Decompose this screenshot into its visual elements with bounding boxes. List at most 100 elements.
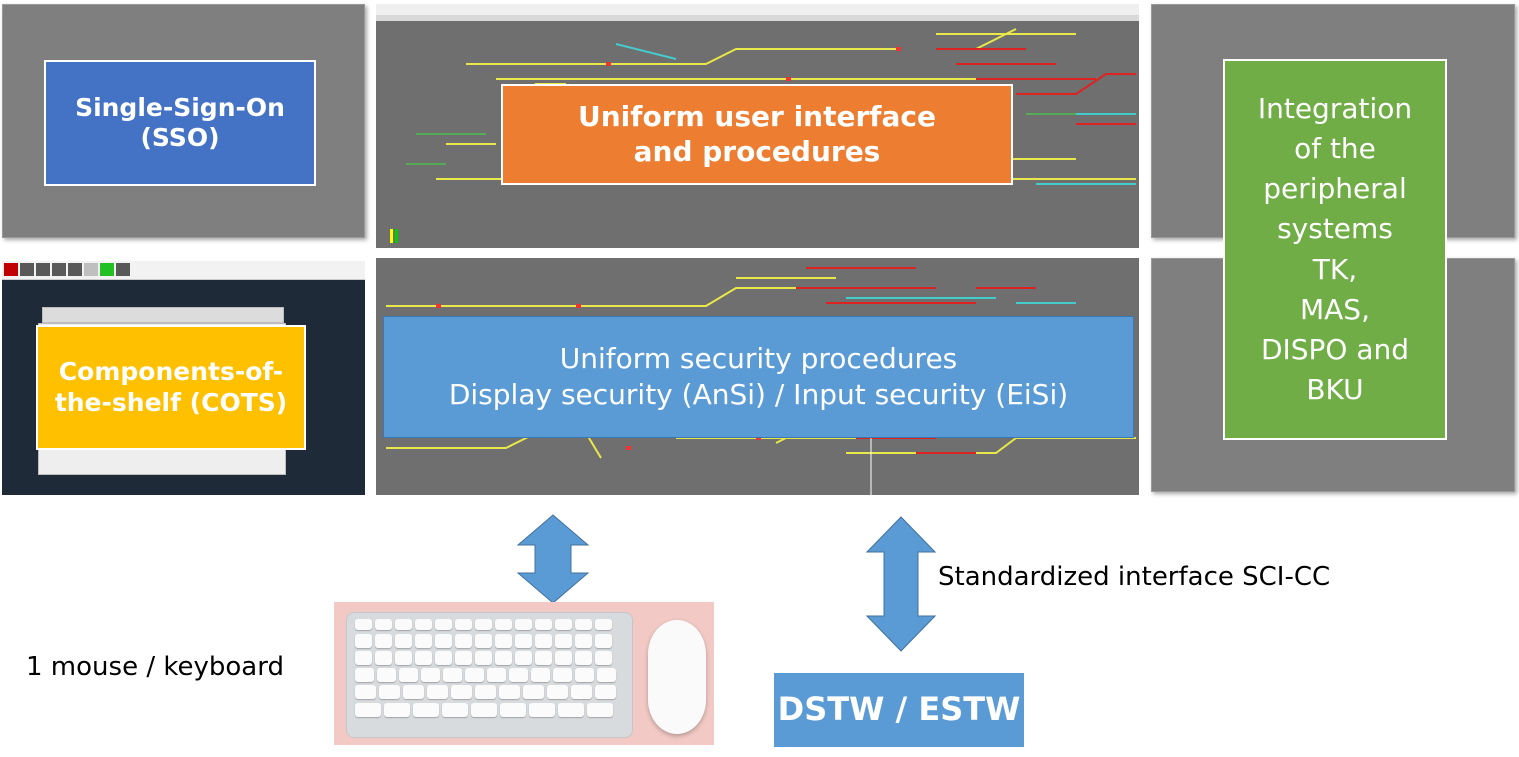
keyboard-key [455,651,472,665]
keyboard-key [375,634,392,648]
dstw-estw-box: DSTW / ESTW [774,673,1024,747]
keyboard-key [355,668,374,682]
keyboard-key [500,703,526,717]
keyboard-key [587,703,613,717]
keyboard-key [435,634,452,648]
keyboard-key [399,668,418,682]
keyboard-key [575,651,592,665]
keyboard-key [413,703,439,717]
integration-line-7: DISPO and [1260,332,1410,366]
keyboard-key [535,619,552,630]
keyboard-key [535,634,552,648]
keyboard-key [495,634,512,648]
sso-line-1: Single-Sign-On [75,92,285,122]
keyboard-key [403,685,424,699]
keyboard-key [487,668,506,682]
integration-line-2: of the [1294,132,1376,166]
integration-line-4: systems [1277,212,1393,246]
keyboard-key [377,668,396,682]
keyboard-key [575,634,592,648]
keyboard-key [375,619,392,630]
integration-line-6: MAS, [1299,292,1370,326]
keyboard-key [515,651,532,665]
keyboard-key [355,703,381,717]
keyboard-key [495,651,512,665]
sso-box: Single-Sign-On(SSO) [44,60,316,186]
keyboard-key [415,619,432,630]
keyboard-key [523,685,544,699]
keyboard-key [355,634,372,648]
keyboard-key [421,668,440,682]
keyboard-icon [346,612,633,738]
sso-line-2: (SSO) [140,123,220,152]
keyboard-mouse-photo [334,602,714,745]
keyboard-key [595,651,612,665]
keyboard-key [515,634,532,648]
keyboard-key [495,619,512,630]
keyboard-key [555,634,572,648]
keyboard-key [571,685,592,699]
integration-line-8: BKU [1306,372,1364,406]
uniform-ui-line-2: and procedures [633,134,881,168]
keyboard-key [553,668,572,682]
keyboard-key [531,668,550,682]
keyboard-key [471,703,497,717]
keyboard-key [355,651,372,665]
keyboard-key [355,619,372,630]
keyboard-key [595,685,616,699]
keyboard-key [443,668,462,682]
keyboard-key [384,703,410,717]
keyboard-key [435,619,452,630]
keyboard-key [442,703,468,717]
keyboard-key [415,634,432,648]
uniform-ui-line-1: Uniform user interface [578,100,936,134]
keyboard-key [529,703,555,717]
mouse-keyboard-label: 1 mouse / keyboard [26,652,284,682]
uniform-security-line-2: Display security (AnSi) / Input security… [448,378,1069,411]
keyboard-key [395,619,412,630]
keyboard-key [427,685,448,699]
keyboard-key [499,685,520,699]
keyboard-key [515,619,532,630]
integration-line-5: TK, [1312,252,1358,286]
keyboard-key [475,619,492,630]
double-arrow-icon [516,514,590,604]
keyboard-key [475,634,492,648]
keyboard-key [395,651,412,665]
keyboard-key [379,685,400,699]
cots-line-2: the-shelf (COTS) [54,387,288,417]
integration-line-3: peripheral [1263,172,1407,206]
track-diagram-bottom [386,267,1136,495]
keyboard-key [597,668,616,682]
keyboard-key [375,651,392,665]
keyboard-key [475,651,492,665]
keyboard-key [465,668,484,682]
mouse-icon [648,620,706,734]
keyboard-key [451,685,472,699]
keyboard-key [555,651,572,665]
cots-line-1: Components-of- [58,357,284,386]
uniform-security-line-1: Uniform security procedures [559,341,958,375]
keyboard-key [558,703,584,717]
keyboard-key [395,634,412,648]
integration-line-1: Integration [1257,92,1413,126]
keyboard-key [575,619,592,630]
keyboard-key [595,634,612,648]
keyboard-key [455,634,472,648]
keyboard-key [555,619,572,630]
cots-box: Components-of-the-shelf (COTS) [36,325,306,450]
keyboard-key [595,619,612,630]
keyboard-key [547,685,568,699]
interface-label: Standardized interface SCI-CC [938,562,1331,592]
keyboard-key [355,685,376,699]
keyboard-key [415,651,432,665]
integration-box: Integration of the peripheral systems TK… [1223,59,1447,440]
keyboard-key [509,668,528,682]
keyboard-key [455,619,472,630]
keyboard-key [435,651,452,665]
keyboard-key [535,651,552,665]
double-arrow-icon [866,516,936,652]
keyboard-key [575,668,594,682]
